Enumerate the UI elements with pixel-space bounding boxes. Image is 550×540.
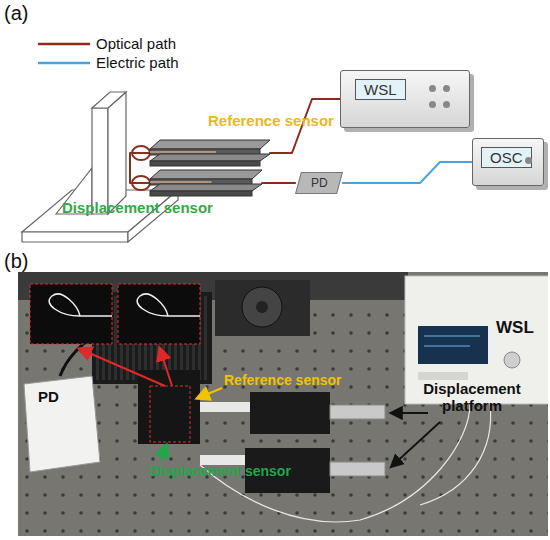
legend-text: Optical path bbox=[96, 35, 176, 52]
screen-line bbox=[424, 346, 470, 347]
optical-fiber bbox=[130, 153, 150, 183]
electric-cable bbox=[343, 162, 472, 183]
sensor-mount bbox=[138, 370, 200, 444]
panel-label: (a) bbox=[4, 2, 28, 25]
plate-top bbox=[150, 184, 262, 191]
translation-stage bbox=[250, 392, 330, 434]
fan-hub bbox=[256, 301, 268, 313]
photodetector bbox=[24, 376, 100, 472]
plate-front bbox=[150, 161, 260, 166]
fiber bbox=[420, 404, 491, 505]
instrument-box: OSC bbox=[472, 138, 544, 186]
knob bbox=[429, 85, 436, 92]
fiber-on-plate bbox=[150, 181, 212, 183]
screen-line bbox=[424, 336, 480, 337]
pointer-arrow bbox=[198, 388, 222, 398]
pointer-arrow bbox=[160, 446, 166, 462]
sensor-outline bbox=[150, 386, 190, 442]
inset-fiber-loop bbox=[49, 294, 112, 316]
wall-top bbox=[92, 92, 126, 108]
plate-top bbox=[150, 170, 262, 179]
device-screen-label: OSC bbox=[481, 147, 532, 168]
sensor-bar bbox=[200, 402, 250, 412]
sensor-heading: Reference sensor bbox=[208, 112, 334, 129]
photo-label: Reference sensor bbox=[224, 372, 342, 388]
photo bbox=[18, 272, 548, 536]
legend-line-electric bbox=[38, 62, 90, 65]
knob bbox=[443, 85, 450, 92]
inset-fiber-loop bbox=[137, 294, 200, 316]
sensor-heading: Displacement sensor bbox=[62, 199, 213, 216]
sensor-plates bbox=[150, 140, 270, 166]
panel-label: (b) bbox=[4, 250, 28, 273]
photo-label: Displacement platform bbox=[414, 380, 530, 415]
pointer-arrow bbox=[392, 412, 428, 414]
mounting-bracket bbox=[22, 92, 178, 242]
photodetector-box: PD bbox=[295, 172, 343, 194]
knob bbox=[504, 352, 520, 368]
fiber-loop bbox=[132, 146, 150, 160]
base-front bbox=[22, 232, 128, 242]
plate-front bbox=[150, 191, 252, 196]
button-row bbox=[418, 372, 468, 380]
legend-text: Electric path bbox=[96, 54, 179, 71]
knob bbox=[429, 101, 436, 108]
inset-arrow bbox=[160, 349, 172, 386]
inset-photo bbox=[118, 284, 200, 344]
inset-photo bbox=[30, 284, 112, 344]
sensor-assembly: Reference sensor bbox=[150, 140, 270, 166]
sensor-plates bbox=[150, 170, 262, 196]
pointer-arrow bbox=[392, 422, 440, 466]
instrument-box: WSL bbox=[340, 70, 470, 128]
photo-label: WSL bbox=[496, 318, 534, 338]
fiber bbox=[200, 404, 470, 522]
plate-top bbox=[150, 154, 270, 161]
base-side bbox=[128, 190, 178, 242]
wall-front bbox=[92, 108, 108, 214]
laser-screen bbox=[418, 326, 488, 364]
fiber-loop bbox=[132, 176, 150, 190]
photo-label: Displacement sensor bbox=[150, 463, 291, 479]
micrometer bbox=[330, 405, 385, 419]
plate-top bbox=[150, 140, 270, 149]
device-label: PD bbox=[311, 176, 328, 190]
knob bbox=[443, 101, 450, 108]
micrometer bbox=[330, 462, 385, 476]
knob bbox=[525, 157, 532, 164]
sensor-assembly: Displacement sensor bbox=[150, 170, 262, 196]
fiber-on-plate bbox=[150, 151, 216, 153]
inset-arrow bbox=[80, 349, 165, 386]
device-screen-label: WSL bbox=[355, 79, 406, 100]
fan-box bbox=[215, 280, 310, 336]
optical-fiber bbox=[262, 182, 295, 184]
wall-side bbox=[108, 92, 126, 214]
fan bbox=[242, 287, 282, 327]
photo-label: PD bbox=[38, 388, 59, 405]
legend-line-optical bbox=[38, 43, 90, 46]
